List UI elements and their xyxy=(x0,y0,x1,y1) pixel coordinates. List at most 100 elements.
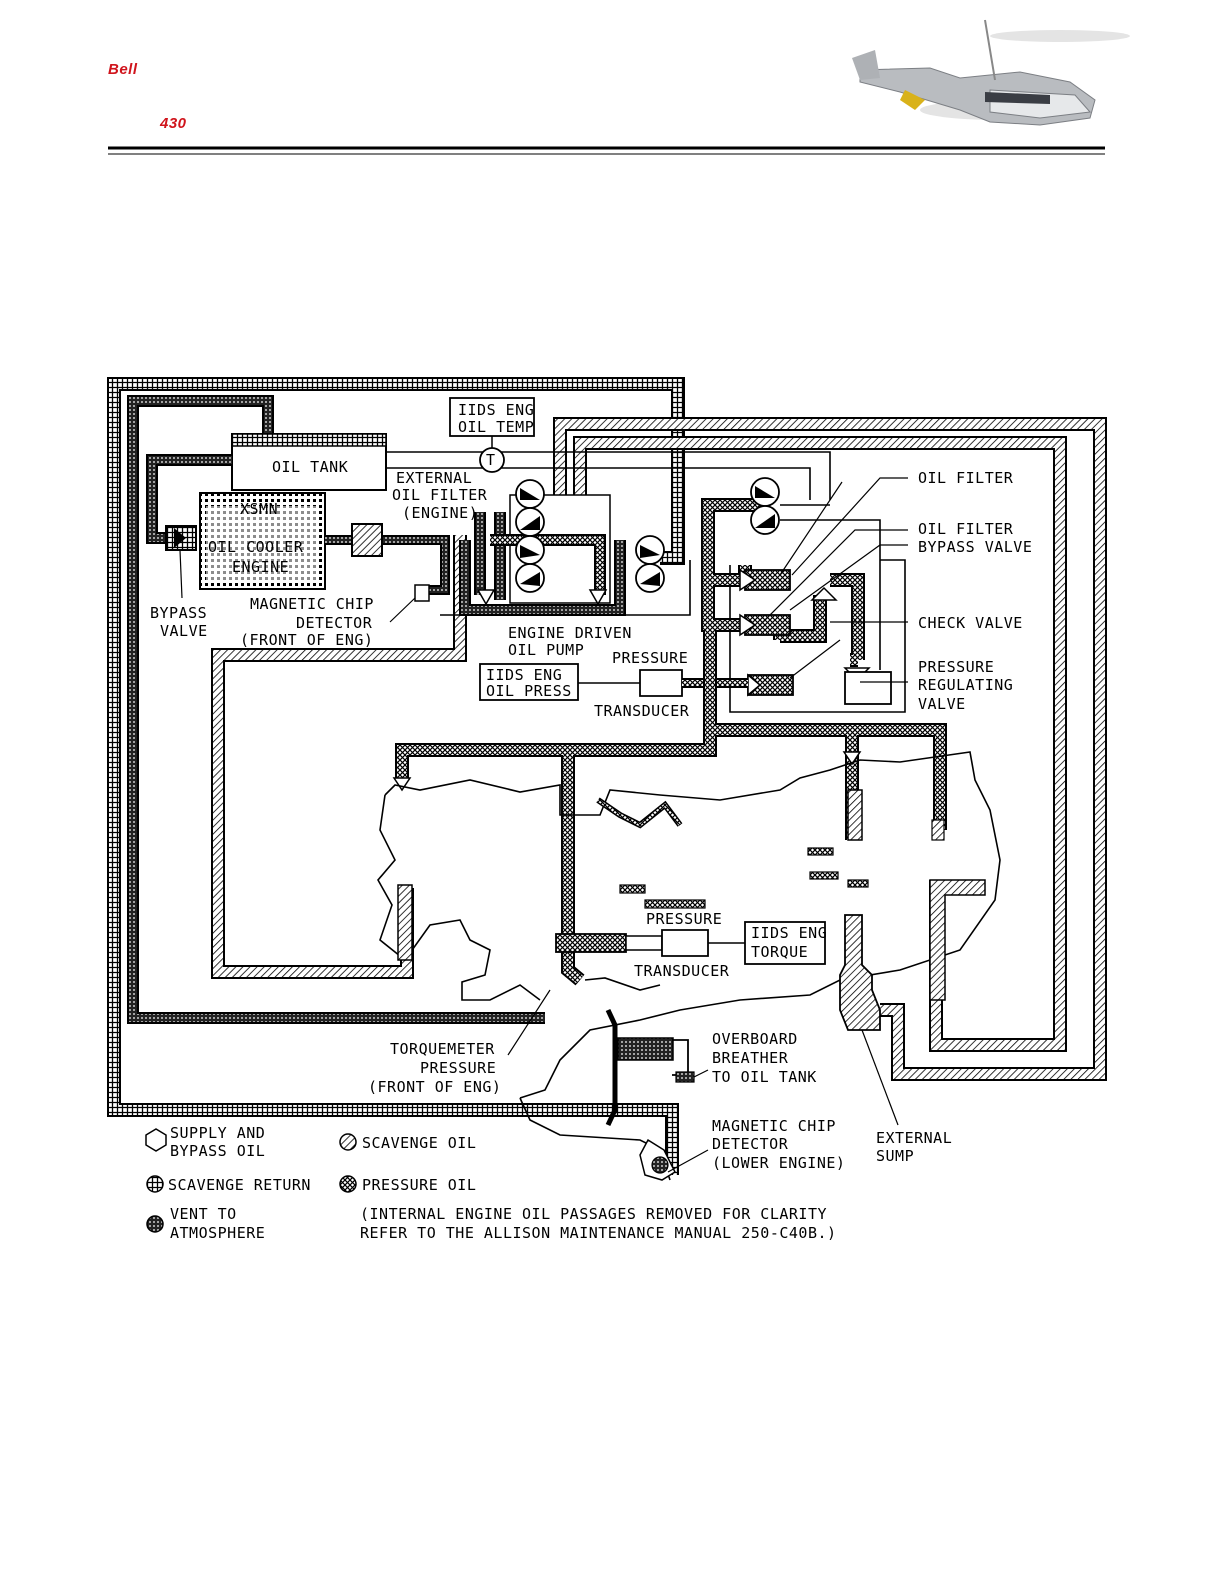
overboard-breather: OVERBOARD BREATHER TO OIL TANK xyxy=(605,1008,817,1127)
chip-lower-label-2: DETECTOR xyxy=(712,1135,789,1153)
iids-oil-temp-label-1: IIDS ENG xyxy=(458,401,534,419)
iids-oil-press-label-1: IIDS ENG xyxy=(486,666,562,684)
legend-note-line-2: REFER TO THE ALLISON MAINTENANCE MANUAL … xyxy=(360,1224,837,1242)
page-header: Bell 430 xyxy=(108,19,1130,155)
torquemeter-label-3: (FRONT OF ENG) xyxy=(368,1078,501,1096)
ext-filter-label-1: EXTERNAL xyxy=(396,469,472,487)
transducer-lower-label: TRANSDUCER xyxy=(634,962,730,980)
chip-front-label-2: DETECTOR xyxy=(296,614,373,632)
magnetic-chip-detector-lower: MAGNETIC CHIP DETECTOR (LOWER ENGINE) xyxy=(639,1117,845,1181)
legend-note-line-1: (INTERNAL ENGINE OIL PASSAGES REMOVED FO… xyxy=(360,1205,827,1223)
pump-label-1: ENGINE DRIVEN xyxy=(508,624,632,642)
chip-lower-label-3: (LOWER ENGINE) xyxy=(712,1154,845,1172)
legend-pressure-oil: PRESSURE OIL xyxy=(339,1175,476,1194)
legend-scavenge-oil-label: SCAVENGE OIL xyxy=(362,1134,476,1152)
scavenge-oil-swatch-icon xyxy=(339,1133,357,1151)
legend-pressure-oil-label: PRESSURE OIL xyxy=(362,1176,476,1194)
temp-sensor-symbol: T xyxy=(486,451,496,469)
legend-vent: VENT TO ATMOSPHERE xyxy=(146,1205,265,1242)
legend-vent-label-1: VENT TO xyxy=(170,1205,237,1223)
scavenge-oil-right-loop xyxy=(553,417,1107,1081)
tank-supply-line xyxy=(146,454,232,544)
pressure-oil-distribution xyxy=(392,630,947,986)
legend-supply-label-2: BYPASS OIL xyxy=(170,1142,265,1160)
iids-oil-press-label-2: OIL PRESS xyxy=(486,682,572,700)
oil-pressure-transducer: IIDS ENG OIL PRESS PRESSURE TRANSDUCER xyxy=(479,649,748,720)
filter-bypass-label-1: OIL FILTER xyxy=(918,520,1014,538)
chip-detector-icon xyxy=(651,1156,669,1174)
external-oil-filter: EXTERNAL OIL FILTER (ENGINE) xyxy=(351,469,488,557)
bell-430-logo: Bell 430 xyxy=(108,61,187,132)
engine-label: ENGINE xyxy=(232,558,289,576)
engine-outline xyxy=(377,751,1001,1181)
torque-transducer-icon xyxy=(661,929,709,957)
chip-lower-label-1: MAGNETIC CHIP xyxy=(712,1117,836,1135)
torque-transducer: IIDS ENG TORQUE PRESSURE TRANSDUCER xyxy=(555,910,827,980)
prv-label-1: PRESSURE xyxy=(918,658,994,676)
pressure-regulating-valve-body xyxy=(844,671,892,705)
iids-oil-press-box xyxy=(479,663,579,701)
ext-filter-label-2: OIL FILTER xyxy=(392,486,488,504)
ext-sump-label-1: EXTERNAL xyxy=(876,1129,952,1147)
prv-label-2: REGULATING xyxy=(918,676,1013,694)
ext-filter-label-3: (ENGINE) xyxy=(402,504,478,522)
legend-vent-label-2: ATMOSPHERE xyxy=(170,1224,265,1242)
right-leader-lines xyxy=(759,477,908,683)
legend-scavenge-oil: SCAVENGE OIL xyxy=(339,1133,476,1152)
iids-torque-label-2: TORQUE xyxy=(751,943,808,961)
scavenge-to-tank-line xyxy=(127,395,545,1024)
oil-filter-assembly xyxy=(701,477,892,705)
iids-oil-temp-label-2: OIL TEMP xyxy=(458,418,534,436)
legend-note: (INTERNAL ENGINE OIL PASSAGES REMOVED FO… xyxy=(360,1205,837,1242)
external-sump: EXTERNAL SUMP xyxy=(839,914,952,1165)
prv-label-3: VALVE xyxy=(918,695,966,713)
vent-swatch-icon xyxy=(146,1215,164,1233)
legend-supply-bypass: SUPPLY AND BYPASS OIL xyxy=(145,1124,265,1160)
iids-torque-label-1: IIDS ENG xyxy=(751,924,827,942)
iids-oil-temp-box: IIDS ENG OIL TEMP T xyxy=(449,397,535,473)
bypass-valve-label-1: BYPASS xyxy=(150,604,207,622)
legend: SUPPLY AND BYPASS OIL SCAVENGE OIL SCAVE… xyxy=(145,1124,837,1242)
torquemeter-label-2: PRESSURE xyxy=(420,1059,496,1077)
bypass-valve-label-2: VALVE xyxy=(160,622,208,640)
scavenge-return-swatch-icon xyxy=(146,1175,164,1193)
scavenge-return-line xyxy=(107,377,685,1175)
engine-driven-oil-pump: ENGINE DRIVEN OIL PUMP xyxy=(459,479,665,659)
oil-cooler-label: OIL COOLER xyxy=(208,538,304,556)
iids-torque-box xyxy=(744,921,826,965)
breather-label-2: BREATHER xyxy=(712,1049,789,1067)
torquemeter-label-1: TORQUEMETER xyxy=(390,1040,495,1058)
breather-label-1: OVERBOARD xyxy=(712,1030,798,1048)
oil-system-diagram: OIL TANK XSMN OIL COOLER ENGINE BYPASS V… xyxy=(107,377,1107,1242)
ext-sump-label-2: SUMP xyxy=(876,1147,914,1165)
pressure-oil-swatch-icon xyxy=(339,1175,357,1193)
logo-brand: Bell xyxy=(108,61,138,78)
oil-filter-label: OIL FILTER xyxy=(918,469,1014,487)
engine-internal-passages xyxy=(397,789,986,1001)
torquemeter-pressure: TORQUEMETER PRESSURE (FRONT OF ENG) xyxy=(368,989,551,1096)
breather-label-3: TO OIL TANK xyxy=(712,1068,817,1086)
legend-scavenge-return-label: SCAVENGE RETURN xyxy=(168,1176,311,1194)
pressure-top-label: PRESSURE xyxy=(612,649,688,667)
helicopter-image xyxy=(852,19,1130,126)
filter-bypass-label-2: BYPASS VALVE xyxy=(918,538,1032,556)
bypass-valve: BYPASS VALVE xyxy=(150,525,208,640)
pump-label-2: OIL PUMP xyxy=(508,641,584,659)
pressure-lower-label: PRESSURE xyxy=(646,910,722,928)
chip-front-label-1: MAGNETIC CHIP xyxy=(250,595,374,613)
check-valve-label: CHECK VALVE xyxy=(918,614,1023,632)
legend-supply-label-1: SUPPLY AND xyxy=(170,1124,265,1142)
xsmn-label: XSMN xyxy=(240,500,278,518)
oil-tank-label: OIL TANK xyxy=(272,458,348,476)
oil-tank: OIL TANK xyxy=(231,433,387,491)
supply-bypass-swatch-icon xyxy=(145,1128,167,1152)
cooler-to-filter-line xyxy=(325,535,450,595)
logo-model: 430 xyxy=(159,115,187,132)
transducer-icon xyxy=(639,669,683,697)
right-labels: OIL FILTER OIL FILTER BYPASS VALVE CHECK… xyxy=(918,469,1032,713)
chip-front-label-3: (FRONT OF ENG) xyxy=(240,631,373,649)
magnetic-chip-detector-front: MAGNETIC CHIP DETECTOR (FRONT OF ENG) xyxy=(240,584,430,649)
legend-scavenge-return: SCAVENGE RETURN xyxy=(146,1175,311,1194)
oil-cooler: XSMN OIL COOLER ENGINE xyxy=(199,492,326,590)
temp-sensor-icon xyxy=(479,447,505,473)
